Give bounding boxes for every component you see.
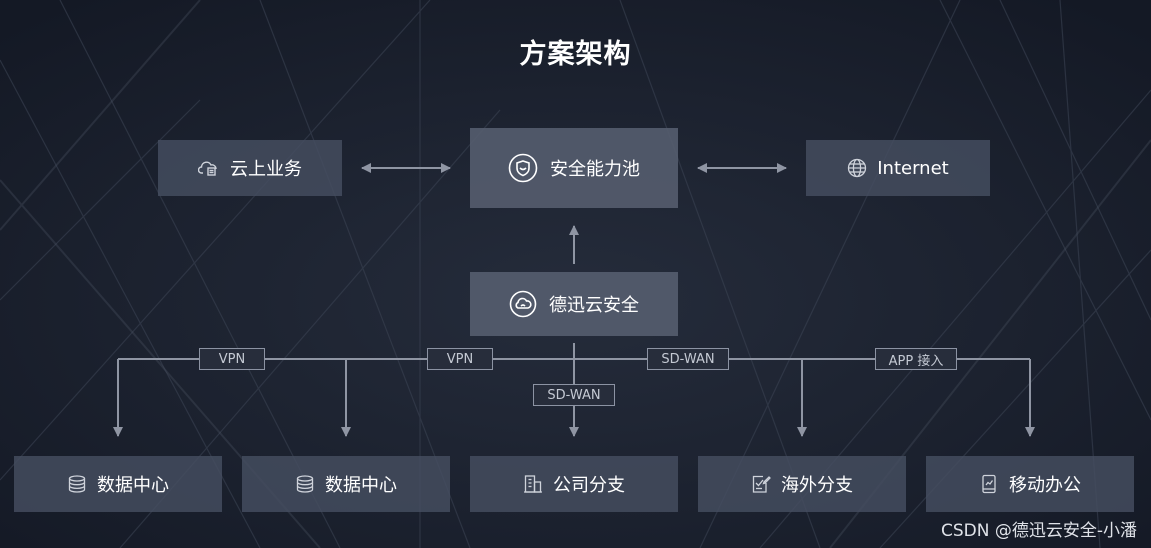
- datacenter-box-1: 数据中心: [14, 456, 222, 512]
- connection-tag-app-access: APP 接入: [875, 348, 957, 370]
- building-icon: [523, 474, 543, 494]
- connection-tag-sdwan-2: SD-WAN: [533, 384, 615, 406]
- database-icon: [295, 474, 315, 494]
- internet-box: Internet: [806, 140, 990, 196]
- watermark: CSDN @德迅云安全-小潘: [940, 521, 1137, 541]
- cloud-business-box: 云上业务: [158, 140, 342, 196]
- datacenter-box-2: 数据中心: [242, 456, 450, 512]
- checklist-icon: [751, 474, 771, 494]
- shield-icon: [508, 153, 538, 183]
- company-branch-label: 公司分支: [553, 475, 625, 496]
- connection-tag-vpn-1: VPN: [199, 348, 265, 370]
- dexun-hub-box: 德迅云安全: [470, 272, 678, 336]
- datacenter-label-2: 数据中心: [325, 475, 397, 496]
- cloud-business-label: 云上业务: [230, 159, 302, 180]
- globe-icon: [847, 158, 867, 178]
- mobile-office-box: 移动办公: [926, 456, 1134, 512]
- page-title: 方案架构: [519, 39, 632, 70]
- security-pool-label: 安全能力池: [550, 159, 640, 180]
- database-icon: [67, 474, 87, 494]
- connection-tag-sdwan-1: SD-WAN: [647, 348, 729, 370]
- connection-tag-vpn-2: VPN: [427, 348, 493, 370]
- cloud-icon: [198, 159, 220, 177]
- mobile-office-label: 移动办公: [1009, 475, 1081, 496]
- security-pool-box: 安全能力池: [470, 128, 678, 208]
- datacenter-label-1: 数据中心: [97, 475, 169, 496]
- dexun-hub-label: 德迅云安全: [549, 295, 639, 316]
- cloud-logo-icon: [509, 290, 537, 318]
- overseas-branch-label: 海外分支: [781, 475, 853, 496]
- mobile-icon: [979, 474, 999, 494]
- overseas-branch-box: 海外分支: [698, 456, 906, 512]
- company-branch-box: 公司分支: [470, 456, 678, 512]
- internet-label: Internet: [877, 157, 949, 179]
